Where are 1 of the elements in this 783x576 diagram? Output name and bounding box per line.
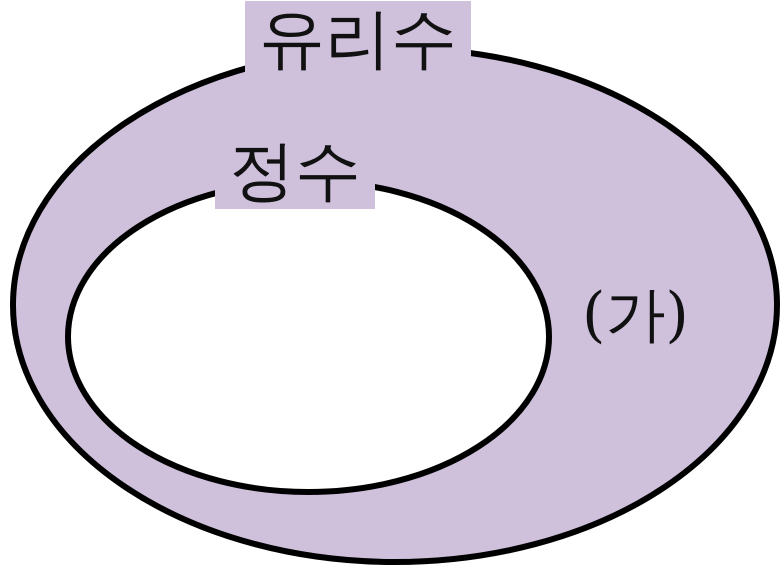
region-label: (가): [582, 280, 689, 350]
